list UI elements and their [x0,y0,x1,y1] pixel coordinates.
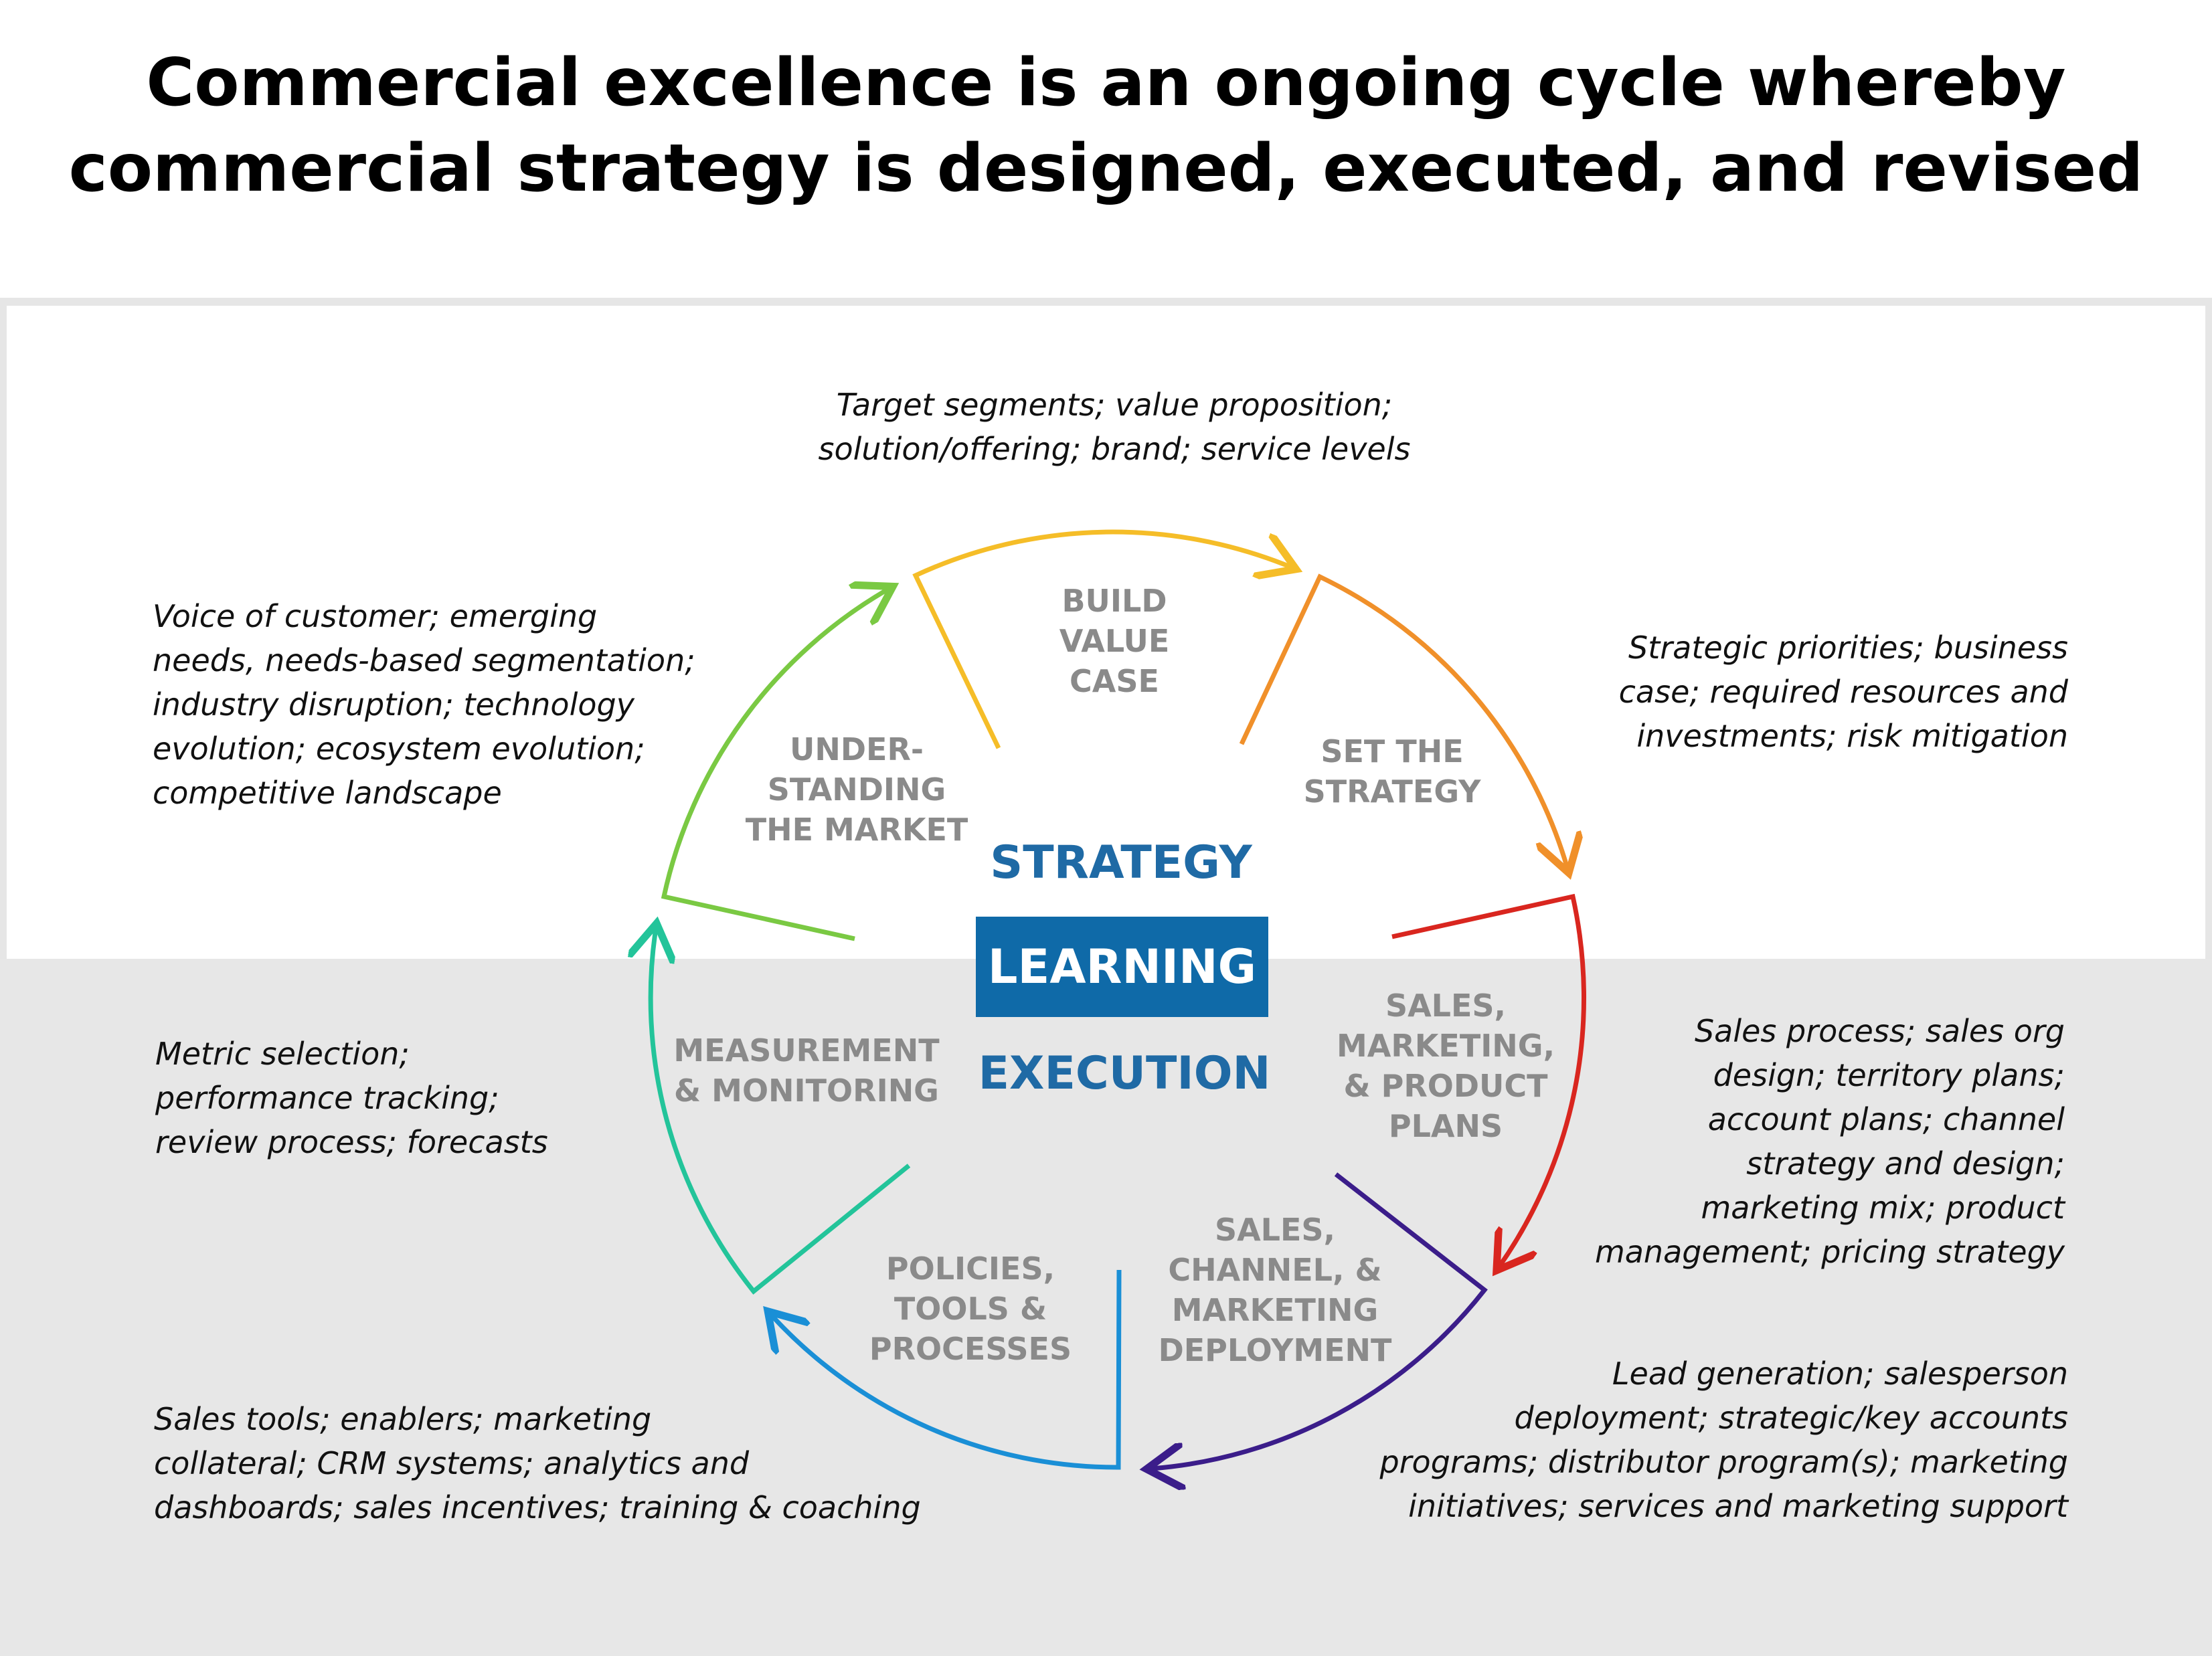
core-strategy: STRATEGY [990,836,1252,889]
note-measurement-monitoring: Metric selection; performance tracking; … [155,1036,548,1160]
title-line-2: commercial strategy is designed, execute… [68,130,2144,207]
stage-sales-channel-marketing-deployment: SALES, CHANNEL, & MARKETING DEPLOYMENT [1158,1212,1392,1368]
stage-understanding-the-market: UNDER- STANDING THE MARKET [745,731,968,848]
segment-understanding-the-market [661,589,889,941]
stage-build-value-case: BUILD VALUE CASE [1059,583,1170,699]
core-learning: LEARNING [976,917,1268,1017]
segment-set-the-strategy [1239,573,1567,868]
segment-sales-marketing-product-plans [1391,893,1587,1267]
stage-sales-marketing-product-plans: SALES, MARKETING, & PRODUCT PLANS [1336,988,1555,1144]
segment-measurement-monitoring [651,928,911,1295]
lower-band [0,959,2212,1656]
note-sales-marketing-product-plans: Sales process; sales org design; territo… [1594,1013,2065,1270]
note-understanding-the-market: Voice of customer; emerging needs, needs… [153,598,695,811]
segment-policies-tools-processes [771,1269,1122,1470]
segment-sales-channel-marketing-deployment [1151,1172,1488,1469]
stage-measurement-monitoring: MEASUREMENT & MONITORING [673,1032,940,1109]
upper-band [0,298,2212,959]
stage-policies-tools-processes: POLICIES, TOOLS & PROCESSES [869,1251,1072,1367]
title-line-1: Commercial excellence is an ongoing cycl… [146,45,2066,121]
page-title: Commercial excellence is an ongoing cycl… [0,40,2212,211]
note-sales-channel-marketing-deployment: Lead generation; salesperson deployment;… [1379,1356,2068,1524]
stage-set-the-strategy: SET THE STRATEGY [1303,733,1481,810]
segment-build-value-case [912,529,1292,749]
note-policies-tools-processes: Sales tools; enablers; marketing collate… [154,1401,921,1526]
note-build-value-case: Target segments; value proposition; solu… [818,387,1411,467]
note-set-the-strategy: Strategic priorities; business case; req… [1618,630,2068,754]
core-execution: EXECUTION [978,1047,1271,1100]
